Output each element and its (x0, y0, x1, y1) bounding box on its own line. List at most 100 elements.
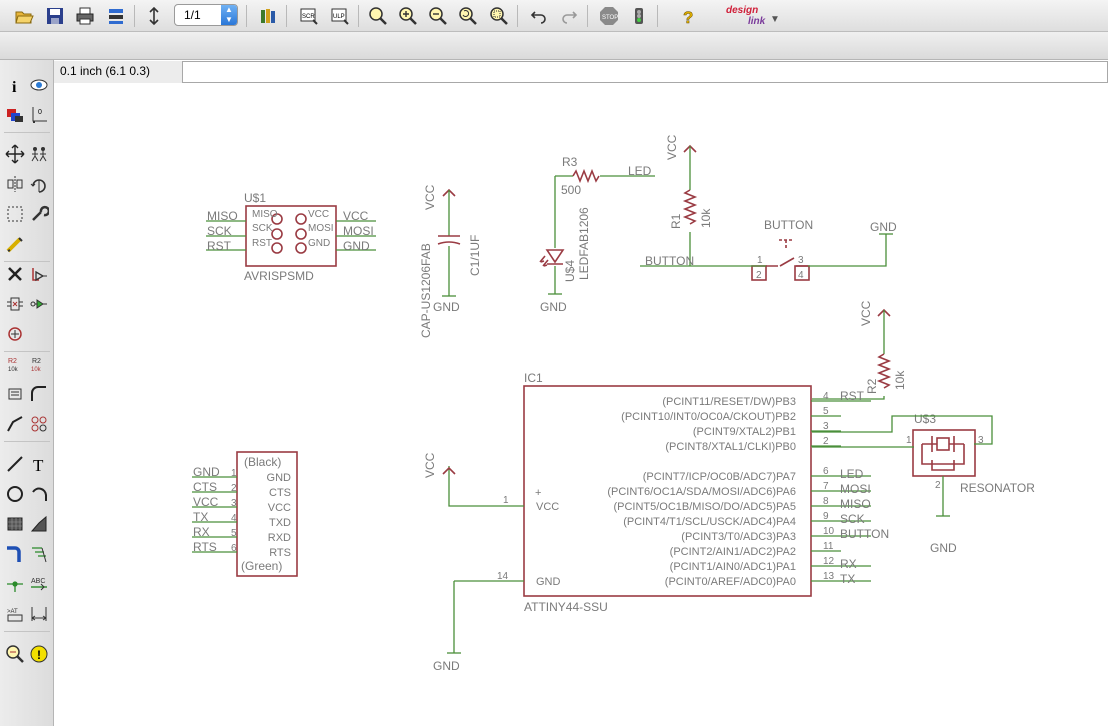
avrisp-header[interactable]: U$1 MISO SCK RST VCC MOSI GND MISO SCK R… (206, 191, 376, 283)
split-icon[interactable] (27, 382, 51, 406)
open-icon[interactable] (12, 4, 36, 28)
ic1-pin-number: 13 (823, 571, 835, 582)
label-icon[interactable]: ABC (27, 572, 51, 596)
zoom-select-icon[interactable] (487, 4, 511, 28)
copy-icon[interactable] (27, 142, 51, 166)
gateswap-icon[interactable] (27, 292, 51, 316)
command-input[interactable] (182, 61, 1108, 83)
undo-icon[interactable] (527, 4, 551, 28)
zoom-redraw-icon[interactable] (456, 4, 480, 28)
zoom-fit-icon[interactable] (366, 4, 390, 28)
r3-value: 500 (561, 183, 581, 197)
chevron-updown-icon: ▲▼ (221, 5, 237, 25)
rect-icon[interactable] (3, 512, 27, 536)
cap-gnd-label: GND (433, 300, 460, 314)
script-icon[interactable]: SCR (297, 4, 321, 28)
led-u4[interactable]: R3 500 LED U$4 LEDFAB1206 GND (539, 155, 655, 314)
arc-icon[interactable] (27, 482, 51, 506)
group-icon[interactable] (3, 202, 27, 226)
resistor-r1[interactable]: VCC R1 10k (665, 134, 713, 266)
ftdi-top-label: (Black) (244, 455, 281, 469)
ic1-value: ATTINY44-SSU (524, 600, 608, 614)
button-pin-2: 2 (756, 270, 762, 281)
info-icon[interactable]: i (3, 73, 27, 97)
pinswap-icon[interactable] (3, 292, 27, 316)
avrisp-value: AVRISPSMD (244, 269, 314, 283)
net-miso-left: MISO (207, 209, 238, 223)
smash-icon[interactable] (3, 382, 27, 406)
bus-icon[interactable] (3, 542, 27, 566)
ic1-pin-label: (PCINT1/AIN0/ADC1)PA1 (670, 561, 796, 573)
sheet-select[interactable]: 1/1 ▲▼ (174, 4, 238, 26)
switch-board-icon[interactable] (142, 4, 166, 28)
display-icon[interactable] (3, 103, 27, 127)
net-icon[interactable] (27, 542, 51, 566)
net-gnd-right: GND (343, 239, 370, 253)
paste-icon[interactable] (3, 232, 27, 256)
zoom-out-icon[interactable] (426, 4, 450, 28)
ic1-pin-label: (PCINT5/OC1B/MISO/DO/ADC5)PA5 (613, 501, 796, 513)
ic1-attiny44[interactable]: IC1 VCC GND + 1 14 VCC GND ATTINY44-SSU … (423, 371, 889, 673)
stop-icon[interactable]: STOP (597, 4, 621, 28)
ic1-pin-number: 6 (823, 466, 829, 477)
erc-icon[interactable] (3, 642, 27, 666)
avrisp-pin-right-0: VCC (308, 209, 329, 220)
redo-icon[interactable] (557, 4, 581, 28)
move-icon[interactable] (3, 142, 27, 166)
delete-icon[interactable] (3, 262, 27, 286)
logo-top-text: design (726, 5, 759, 16)
replace-icon[interactable] (3, 322, 27, 346)
change-icon[interactable] (27, 202, 51, 226)
mirror-icon[interactable] (3, 172, 27, 196)
rotate-icon[interactable] (27, 172, 51, 196)
r2-vcc-label: VCC (859, 300, 873, 326)
attribute-icon[interactable]: >AT (3, 602, 27, 626)
miter-icon[interactable] (3, 412, 27, 436)
polygon-icon[interactable] (27, 512, 51, 536)
resonator-pin-3: 3 (978, 435, 984, 446)
button-net-label: BUTTON (645, 254, 694, 268)
ic1-vcc-pin-label: VCC (536, 501, 559, 513)
errors-icon[interactable]: ! (27, 642, 51, 666)
show-icon[interactable] (27, 73, 51, 97)
ftdi-net-label: GND (193, 465, 220, 479)
circle-icon[interactable] (3, 482, 27, 506)
use-library-icon[interactable] (256, 4, 280, 28)
ic1-pin-number: 12 (823, 556, 835, 567)
help-icon[interactable]: ? (676, 4, 700, 28)
junction-icon[interactable] (3, 572, 27, 596)
net-mosi-right: MOSI (343, 224, 374, 238)
ic1-pin-number: 5 (823, 406, 829, 417)
capacitor-c1[interactable]: VCC GND CAP-US1206FAB C1/1UF (419, 184, 482, 338)
print-icon[interactable] (73, 4, 97, 28)
button-switch[interactable]: BUTTON 1 2 3 4 BUTTON GND (640, 218, 897, 281)
add-icon[interactable] (27, 262, 51, 286)
svg-text:>AT: >AT (7, 609, 18, 615)
ic1-pin-label: (PCINT9/XTAL2)PB1 (693, 426, 796, 438)
zoom-in-icon[interactable] (396, 4, 420, 28)
ic1-net-label: MOSI (840, 482, 871, 496)
logo-bottom-text: link (748, 16, 766, 27)
resistor-r2[interactable]: VCC R2 10k RST (812, 300, 907, 403)
text-icon[interactable]: T (27, 452, 51, 476)
ftdi-pin-number: 4 (231, 513, 237, 524)
go-icon[interactable] (627, 4, 651, 28)
design-link-icon[interactable]: design link ▼ (726, 5, 786, 29)
save-icon[interactable] (43, 4, 67, 28)
wire-icon[interactable] (3, 452, 27, 476)
ftdi-pin-label: TXD (269, 517, 291, 529)
mark-icon[interactable]: 0 (27, 103, 51, 127)
ic1-net-label: LED (840, 467, 864, 481)
resonator-u3[interactable]: U$3 1 2 3 RESONATOR GND (812, 412, 1035, 555)
invoke-icon[interactable] (27, 412, 51, 436)
avrisp-name: U$1 (244, 191, 266, 205)
dimension-icon[interactable] (27, 602, 51, 626)
cam-icon[interactable] (104, 4, 128, 28)
schematic-canvas[interactable]: U$1 MISO SCK RST VCC MOSI GND MISO SCK R… (54, 84, 1108, 726)
ulp-icon[interactable]: ULP (328, 4, 352, 28)
ic1-net-label: MISO (840, 497, 871, 511)
